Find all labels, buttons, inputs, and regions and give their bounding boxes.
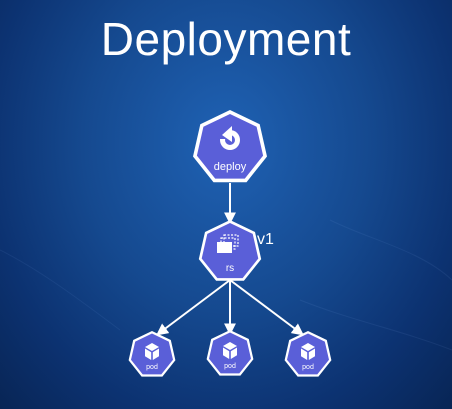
- rs-node[interactable]: rs: [198, 220, 262, 281]
- pod-node[interactable]: pod: [284, 331, 332, 377]
- pod-label: pod: [146, 364, 158, 371]
- cube-icon: [301, 343, 315, 360]
- cube-icon: [145, 343, 159, 360]
- connector-rs-pod-3: [229, 279, 304, 336]
- deploy-label: deploy: [214, 161, 247, 173]
- rs-label: rs: [226, 263, 234, 274]
- cube-icon: [223, 342, 237, 359]
- connectors: [156, 183, 304, 336]
- pod-node[interactable]: pod: [128, 331, 176, 377]
- stacked-windows-icon: [217, 234, 239, 253]
- pod-label: pod: [302, 364, 314, 371]
- background-texture: [0, 219, 452, 351]
- cycle-arrow-icon: [218, 126, 240, 150]
- pod-node[interactable]: pod: [206, 330, 254, 376]
- pod-label: pod: [224, 363, 236, 370]
- slide-title: Deployment: [100, 13, 352, 65]
- connector-rs-pod-1: [156, 279, 231, 336]
- rs-version-label: v1: [257, 231, 274, 248]
- deploy-node[interactable]: deploy: [193, 110, 267, 183]
